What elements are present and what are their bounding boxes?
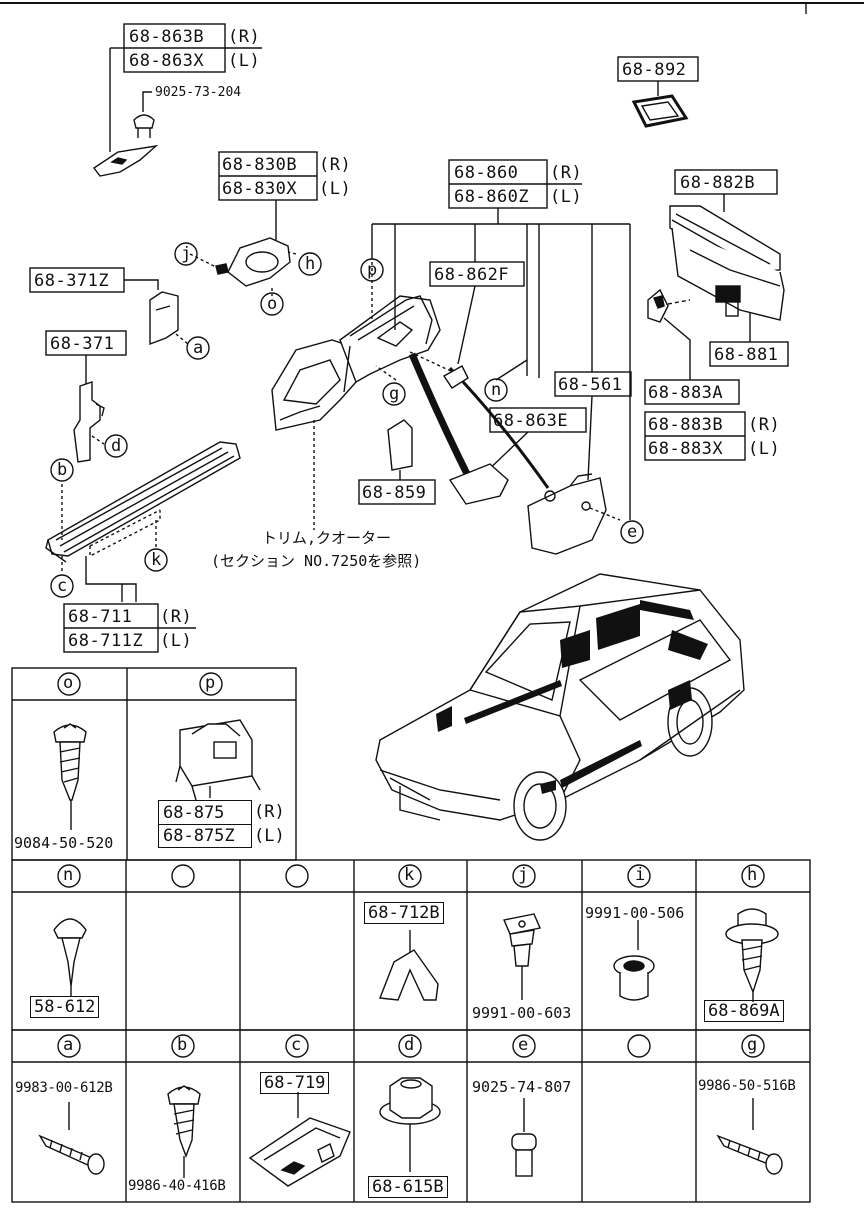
callout-68-863: 68-863B 68-863X (R) (L)	[109, 23, 262, 152]
label-68-863X: 68-863X	[129, 51, 204, 71]
label-68-859: 68-859	[362, 483, 426, 503]
svg-text:c: c	[57, 576, 68, 596]
clip-k-icon	[379, 930, 439, 1001]
svg-text:g: g	[389, 384, 400, 404]
callout-68-892: 68-892	[617, 56, 699, 128]
bracket-68-830	[189, 237, 297, 296]
weatherstrip	[408, 352, 474, 482]
label-r: (R)	[748, 415, 780, 435]
label-68-881-group: 68-881	[709, 312, 789, 367]
note-trim-quarter: トリム,クオーター	[262, 529, 391, 547]
label-68-860: 68-860	[454, 163, 518, 183]
label-r: (R)	[319, 155, 351, 175]
clip-j-icon	[503, 913, 541, 1000]
table-mid	[11, 859, 811, 1031]
nut-d-icon	[379, 1077, 441, 1172]
callout-68-860: 68-860 68-860Z (R) (L)	[371, 159, 631, 520]
note-section-ref: (セクション NO.7250を参照)	[211, 552, 421, 570]
svg-text:j: j	[181, 244, 192, 264]
svg-text:d: d	[111, 436, 122, 456]
callout-68-830: 68-830B 68-830X (R) (L)	[218, 151, 351, 240]
callout-68-371Z: 68-371Z	[29, 267, 189, 346]
clip-c-icon	[248, 1092, 351, 1187]
svg-text:o: o	[267, 294, 278, 314]
grommet-i-icon	[613, 920, 655, 1001]
label-68-860Z: 68-860Z	[454, 187, 529, 207]
svg-text:b: b	[57, 460, 68, 480]
label-9025-73-204: 9025-73-204	[155, 85, 241, 100]
quarter-trim-assembly	[271, 256, 471, 530]
callout-68-859: 68-859	[358, 419, 436, 505]
label-68-883B: 68-883B	[648, 415, 723, 435]
label-68-371: 68-371	[50, 334, 114, 354]
trim-piece-68-863	[92, 144, 159, 177]
label-68-862F: 68-862F	[434, 265, 509, 285]
callout-68-882B: 68-882B	[674, 169, 778, 212]
label-l: (L)	[319, 179, 351, 199]
car-illustration	[375, 573, 745, 841]
callout-68-371: 68-371	[45, 330, 127, 463]
svg-text:n: n	[491, 380, 502, 400]
label-68-882B: 68-882B	[680, 173, 755, 193]
label-l: (L)	[550, 187, 582, 207]
label-68-863E: 68-863E	[493, 411, 568, 431]
screw-a-icon	[38, 1102, 105, 1175]
svg-text:e: e	[627, 522, 638, 542]
label-68-883X: 68-883X	[648, 439, 723, 459]
label-r: (R)	[160, 607, 192, 627]
car-highlighted-parts	[436, 600, 708, 794]
callout-68-561: 68-561	[527, 371, 632, 555]
label-l: (L)	[160, 631, 192, 651]
clip-p-icon	[175, 719, 261, 801]
label-68-711: 68-711	[68, 607, 132, 627]
label-68-830X: 68-830X	[222, 179, 297, 199]
svg-text:p: p	[367, 260, 378, 280]
label-68-711Z: 68-711Z	[68, 631, 143, 651]
label-68-883A: 68-883A	[648, 383, 723, 403]
bolt-e-icon	[511, 1098, 537, 1177]
bolt-h-icon	[725, 908, 779, 1002]
screw-g-icon	[716, 1098, 783, 1175]
callout-68-862F: 68-862F	[429, 261, 525, 389]
bracket-68-883: 68-883A 68-883B 68-883X (R) (L)	[644, 288, 780, 461]
label-r: (R)	[228, 27, 260, 47]
panel-68-882B	[669, 205, 785, 321]
table-bot	[11, 1029, 811, 1203]
sill-plate-68-711: 68-711 68-711Z (R) (L)	[45, 441, 241, 653]
screw-o-icon	[53, 723, 87, 830]
clip-9025-73-204: 9025-73-204	[133, 85, 241, 138]
letter-markers: j h o p a d b c k g n e	[50, 242, 644, 598]
label-68-881: 68-881	[714, 345, 778, 365]
label-68-561: 68-561	[558, 375, 622, 395]
label-68-892: 68-892	[622, 60, 686, 80]
svg-text:h: h	[305, 254, 316, 274]
svg-text:k: k	[151, 550, 162, 570]
svg-text:a: a	[193, 338, 204, 358]
screw-b-icon	[167, 1085, 201, 1178]
label-r: (R)	[550, 163, 582, 183]
table-top	[11, 667, 297, 861]
label-l: (L)	[748, 439, 780, 459]
label-68-863B: 68-863B	[129, 27, 204, 47]
label-68-371Z: 68-371Z	[34, 271, 109, 291]
label-68-830B: 68-830B	[222, 155, 297, 175]
callout-68-863E: 68-863E	[448, 407, 587, 505]
push-pin-n-icon	[53, 918, 87, 996]
label-l: (L)	[228, 51, 260, 71]
